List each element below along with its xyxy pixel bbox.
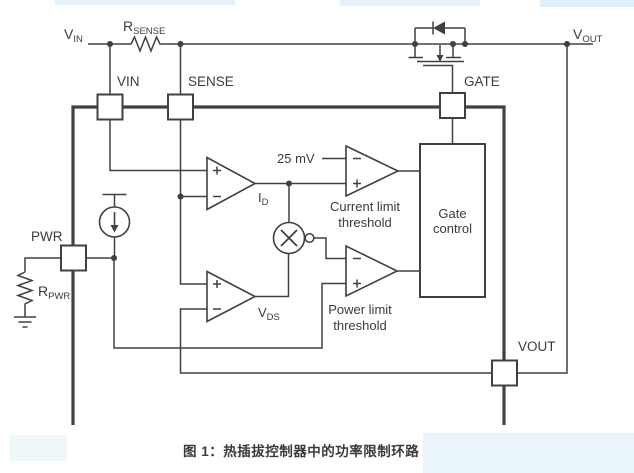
inversion-bubble xyxy=(304,232,315,244)
mosfet-gate-plate-wire xyxy=(423,64,454,93)
pwr-pin-box xyxy=(60,244,87,272)
vin-ext-label: VIN xyxy=(64,26,83,45)
vout-pin-box xyxy=(491,359,518,387)
junction-dot xyxy=(111,255,117,261)
schematic-labels: VIN RSENSE VOUT RPWR VIN SENSE GATE PWR … xyxy=(31,18,603,354)
vin-rail-wire xyxy=(88,34,593,54)
junction-dot xyxy=(462,41,468,47)
pin-boxes xyxy=(60,92,518,387)
vin-pin-box xyxy=(96,93,124,121)
vout-ext-label: VOUT xyxy=(573,26,603,45)
figure-caption: 图 1：热插拔控制器中的功率限制环路 xyxy=(183,444,420,459)
vds-amp-label: VDS xyxy=(258,305,280,323)
mosfet-body-arrow-icon xyxy=(436,55,444,62)
page-band-top-2 xyxy=(340,0,480,6)
current-source xyxy=(98,206,131,238)
power-limit-comparator xyxy=(345,244,399,298)
vds-minus-loop-wire xyxy=(179,308,492,374)
junction-dot xyxy=(450,41,456,47)
body-diode-legs xyxy=(414,27,466,44)
ref-25mv-label: 25 mV xyxy=(277,151,315,166)
plus-icon xyxy=(213,166,221,175)
power-limit-label-1: Power limit xyxy=(328,302,392,317)
vout-riser-wire xyxy=(517,44,568,374)
vin-pin-label: VIN xyxy=(117,74,140,89)
current-source-top-wire xyxy=(102,193,127,207)
gate-control-label-2: control xyxy=(433,221,472,236)
junction-dot xyxy=(286,180,292,187)
junction-dot xyxy=(412,41,418,47)
page-band-top-1 xyxy=(55,0,235,5)
wires xyxy=(14,34,593,374)
pwr-loop-wire xyxy=(113,258,346,349)
page-band-bottom-right xyxy=(423,433,634,473)
vds-amp xyxy=(206,270,257,323)
pwr-left-wire xyxy=(24,257,61,272)
multiplier-output-wire xyxy=(314,237,346,260)
id-amp xyxy=(206,156,257,211)
rsense-label: RSENSE xyxy=(123,18,165,37)
sense-pin-label: SENSE xyxy=(188,74,234,89)
junction-dot xyxy=(177,41,184,47)
rpwr-label: RPWR xyxy=(38,283,70,302)
ground-symbol xyxy=(14,316,36,328)
gate-pin-box xyxy=(439,92,466,119)
current-limit-label-2: threshold xyxy=(338,215,391,230)
gate-control-block: Gate control xyxy=(419,143,486,298)
current-limit-comparator xyxy=(345,144,400,198)
power-limit-label-2: threshold xyxy=(333,318,386,333)
hotswap-power-limit-schematic: Gate control VIN RSENSE VOUT RPWR VIN SE… xyxy=(14,18,603,425)
junction-dot xyxy=(107,41,113,47)
multiplier xyxy=(272,221,315,255)
junction-dot xyxy=(564,41,570,47)
plus-icon xyxy=(353,179,361,188)
rpwr-zigzag xyxy=(15,271,35,317)
gate-control-label-1: Gate xyxy=(438,206,466,221)
pwr-pin-label: PWR xyxy=(31,229,63,244)
multiply-icon xyxy=(280,229,298,247)
diode-icon xyxy=(433,21,445,35)
sense-pin-box xyxy=(167,93,194,121)
junction-dot xyxy=(177,193,184,200)
page-band-bottom-left xyxy=(10,435,67,461)
sense-to-vds-plus-wire xyxy=(179,120,207,285)
id-amp-label: ID xyxy=(258,190,269,208)
pass-mosfet xyxy=(408,21,466,93)
junction-dots xyxy=(107,41,570,261)
plus-icon xyxy=(353,279,361,288)
plus-icon xyxy=(213,280,221,288)
vds-output-wire xyxy=(255,253,290,298)
current-limit-label-1: Current limit xyxy=(330,199,400,214)
vin-to-id-plus-wire xyxy=(109,120,207,172)
gate-pin-label: GATE xyxy=(464,74,500,89)
page-band-top-3 xyxy=(540,0,634,7)
vout-pin-label: VOUT xyxy=(518,339,556,354)
